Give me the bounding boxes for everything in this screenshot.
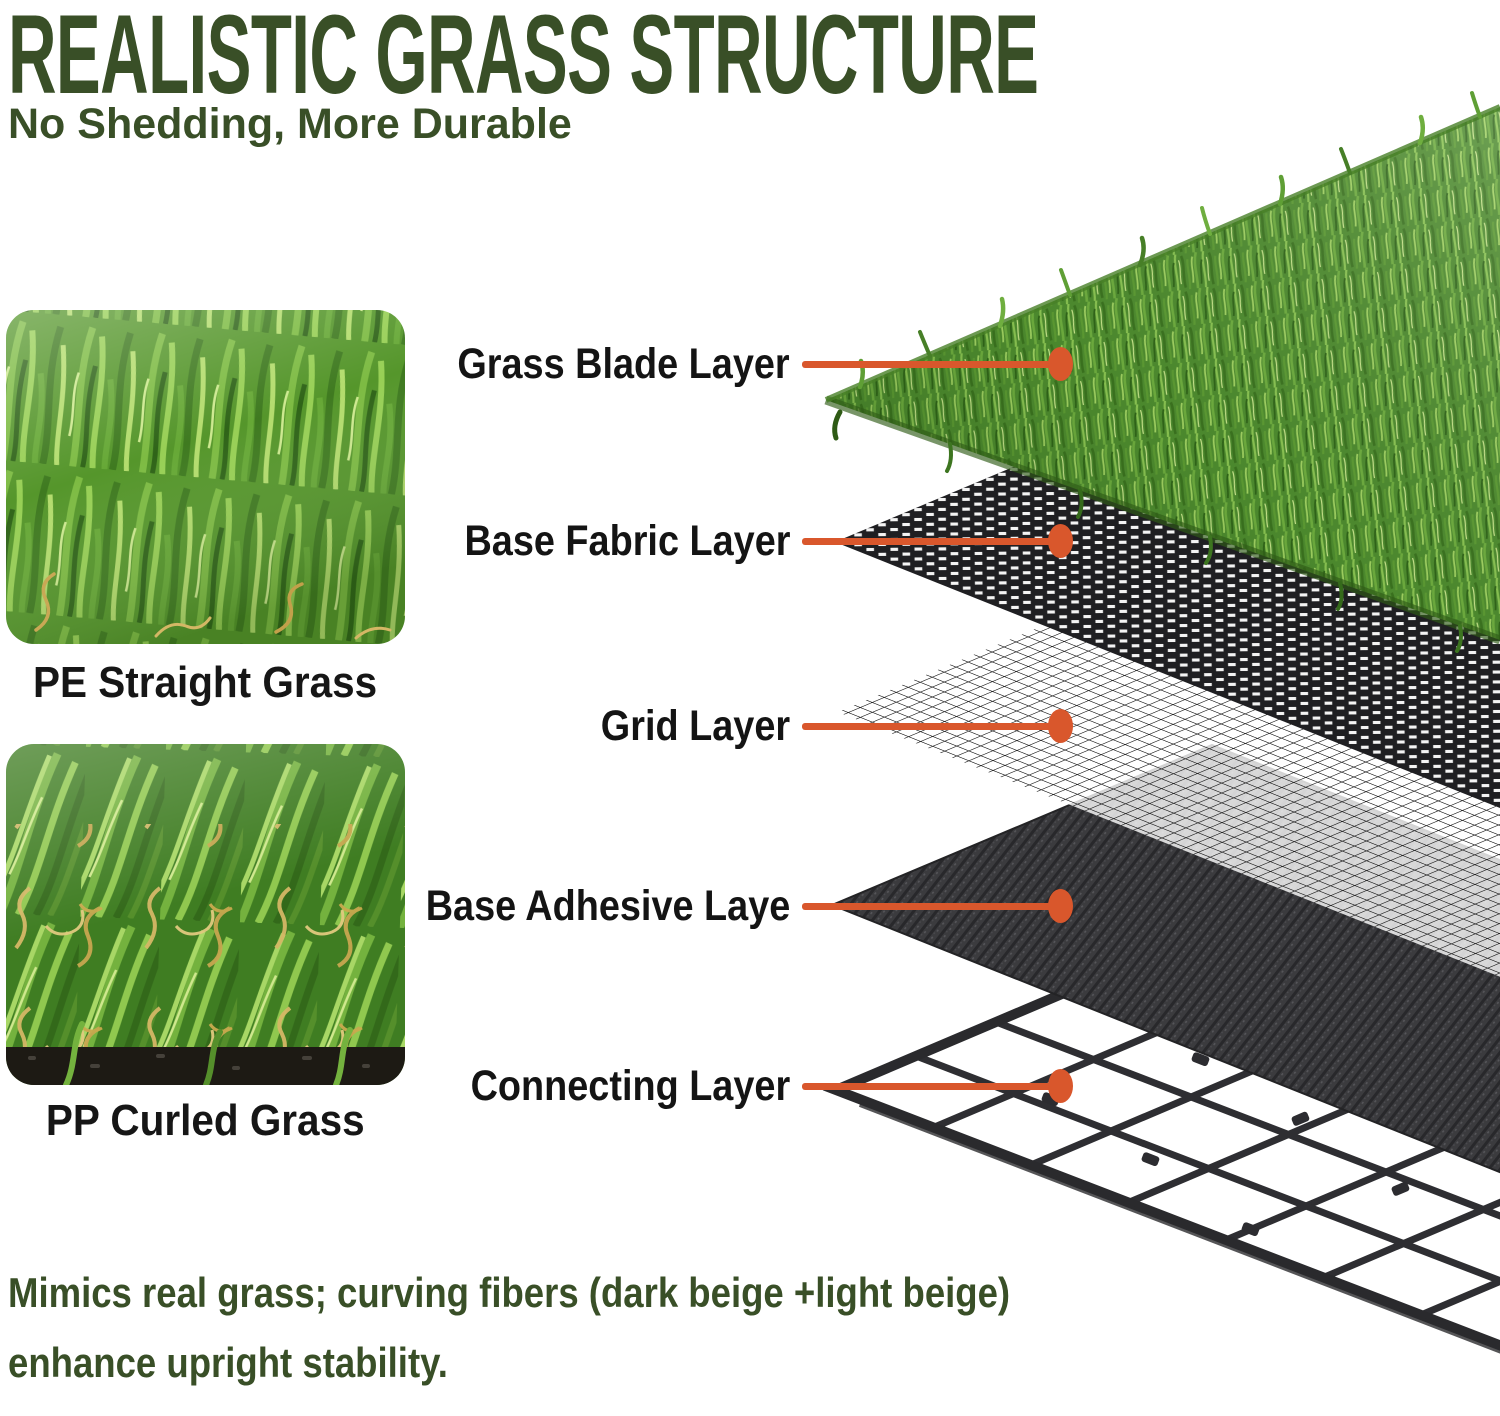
label-grid-layer: Grid Layer [600,701,790,750]
pp-curled-grass-image [6,744,405,1085]
leader-dot [1048,709,1073,743]
label-row-grass-blade: Grass Blade Layer [0,339,1073,389]
photo-caption-pp: PP Curled Grass [6,1096,405,1146]
label-row-grid: Grid Layer [0,701,1073,751]
photo-pe-straight-grass [6,310,405,644]
leader-dot [1048,524,1073,558]
leader-dot [1048,889,1073,923]
photo-pp-curled-grass [6,744,405,1085]
leader-line [802,902,1054,910]
footer-line-1: Mimics real grass; curving fibers (dark … [8,1269,1011,1316]
leader-dot [1048,347,1073,381]
pe-straight-grass-image [6,310,405,644]
photo-caption-pe: PE Straight Grass [6,658,405,708]
leader-line [802,537,1054,545]
label-connecting-layer: Connecting Layer [470,1061,790,1110]
page-title: REALISTIC GRASS STRUCTURE [8,0,1039,117]
footer-note: Mimics real grass; curving fibers (dark … [8,1258,1208,1398]
page-subtitle: No Shedding, More Durable [8,100,572,148]
photo-caption-pe-text: PE Straight Grass [33,658,378,707]
label-base-fabric-layer: Base Fabric Layer [463,516,790,565]
photo-caption-pp-text: PP Curled Grass [46,1096,365,1145]
label-grass-blade-layer: Grass Blade Layer [457,339,790,388]
leader-line [802,1082,1054,1090]
leader-line [802,360,1054,368]
leader-line [802,722,1054,730]
footer-line-2: enhance upright stability. [8,1339,448,1387]
label-base-adhesive-layer: Base Adhesive Laye [425,881,790,930]
label-row-connecting: Connecting Layer [0,1061,1073,1111]
leader-dot [1048,1069,1073,1103]
label-row-base-fabric: Base Fabric Layer [0,516,1073,566]
label-row-base-adhesive: Base Adhesive Laye [0,881,1073,931]
